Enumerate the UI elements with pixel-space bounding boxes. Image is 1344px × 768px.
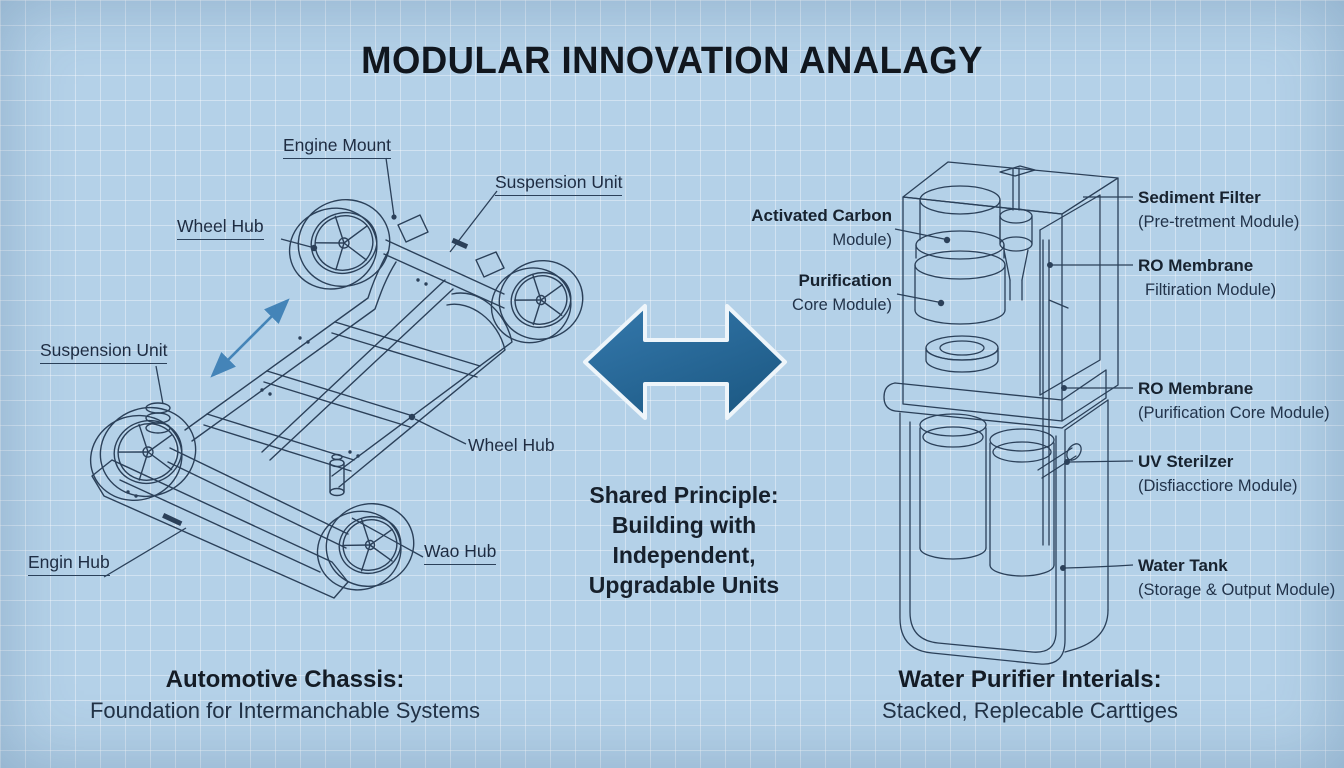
purifier-caption: Water Purifier Interials: Stacked, Reple… <box>810 666 1250 724</box>
label-engine-mount: Engine Mount <box>283 135 391 159</box>
label-activated-carbon: Activated Carbon Module) <box>751 206 892 249</box>
label-water-tank: Water Tank (Storage & Output Module) <box>1138 556 1336 599</box>
chassis-caption: Automotive Chassis: Foundation for Inter… <box>65 666 505 724</box>
label-wheel-hub-top: Wheel Hub <box>177 216 264 240</box>
label-ro-membrane-1: RO Membrane Filtiration Module) <box>1138 256 1277 299</box>
label-purification-core: Purification Core Module) <box>792 271 892 314</box>
purifier-leader-lines <box>894 196 1134 571</box>
purifier-caption-subtitle: Stacked, Replecable Carttiges <box>882 698 1178 723</box>
label-wao-hub: Wao Hub <box>424 541 497 565</box>
page-title: MODULAR INNOVATION ANALAGY <box>361 40 983 82</box>
label-engin-hub: Engin Hub <box>28 552 110 576</box>
label-sediment-filter: Sediment Filter (Pre-tretment Module) <box>1138 188 1300 231</box>
bidirectional-arrow-icon <box>583 304 787 420</box>
double-arrow-icon <box>210 298 290 378</box>
label-ro-membrane-2: RO Membrane (Purification Core Module) <box>1138 379 1330 422</box>
label-wheel-hub-mid: Wheel Hub <box>468 435 555 455</box>
purifier-caption-title: Water Purifier Interials: <box>898 666 1162 693</box>
purifier-illustration <box>883 161 1119 665</box>
label-uv-sterilizer: UV Sterilzer (Disfiacctiore Module) <box>1138 452 1298 495</box>
label-suspension-unit-left: Suspension Unit <box>40 340 168 364</box>
chassis-leader-lines <box>103 157 498 578</box>
label-suspension-unit-top: Suspension Unit <box>495 172 623 196</box>
chassis-illustration <box>89 199 584 599</box>
chassis-caption-subtitle: Foundation for Intermanchable Systems <box>89 698 481 723</box>
chassis-caption-title: Automotive Chassis: <box>165 666 405 693</box>
shared-principle-text: Shared Principle: Building with Independ… <box>588 482 780 598</box>
